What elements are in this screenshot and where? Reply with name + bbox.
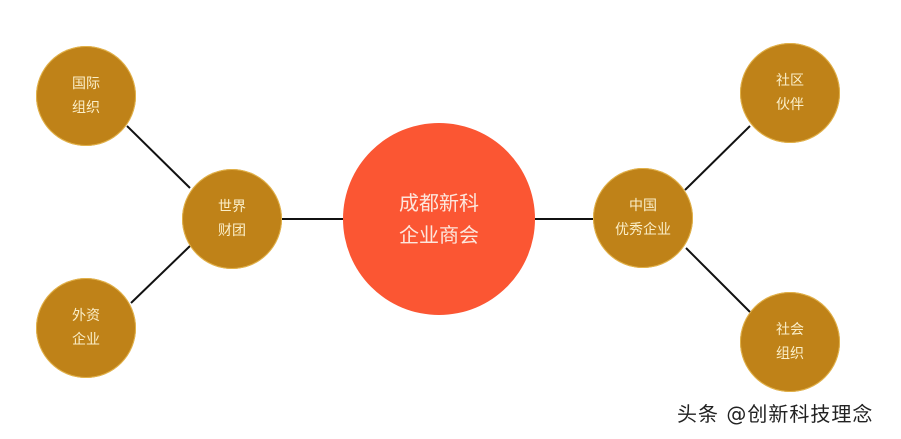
center-label-2: 企业商会 bbox=[399, 223, 479, 247]
center-label-1: 成都新科 bbox=[399, 191, 479, 215]
node-label: 国际 bbox=[72, 76, 100, 92]
watermark: 头条 @创新科技理念 bbox=[677, 402, 874, 426]
node-label: 组织 bbox=[776, 346, 804, 362]
node-china: 中国 优秀企业 bbox=[593, 168, 693, 268]
node-label: 财团 bbox=[218, 223, 246, 239]
node-label: 优秀企业 bbox=[615, 222, 671, 238]
edge-china-community bbox=[684, 125, 751, 191]
edge-china-social-org bbox=[685, 247, 751, 313]
center-node: 成都新科 企业商会 bbox=[343, 123, 535, 315]
node-intl-org: 国际 组织 bbox=[36, 46, 136, 146]
edge-world-intl-org bbox=[126, 125, 191, 189]
node-label: 外资 bbox=[72, 308, 100, 324]
node-social-org: 社会 组织 bbox=[740, 292, 840, 392]
node-world: 世界 财团 bbox=[182, 169, 282, 269]
node-label: 伙伴 bbox=[776, 97, 804, 113]
node-community: 社区 伙伴 bbox=[740, 43, 840, 143]
node-label: 组织 bbox=[72, 100, 100, 116]
node-label: 社区 bbox=[776, 73, 804, 89]
edge-world-foreign bbox=[130, 245, 191, 304]
node-label: 企业 bbox=[72, 332, 100, 348]
node-label: 中国 bbox=[629, 198, 657, 214]
node-label: 世界 bbox=[218, 199, 246, 215]
node-label: 社会 bbox=[776, 322, 804, 338]
node-foreign: 外资 企业 bbox=[36, 278, 136, 378]
